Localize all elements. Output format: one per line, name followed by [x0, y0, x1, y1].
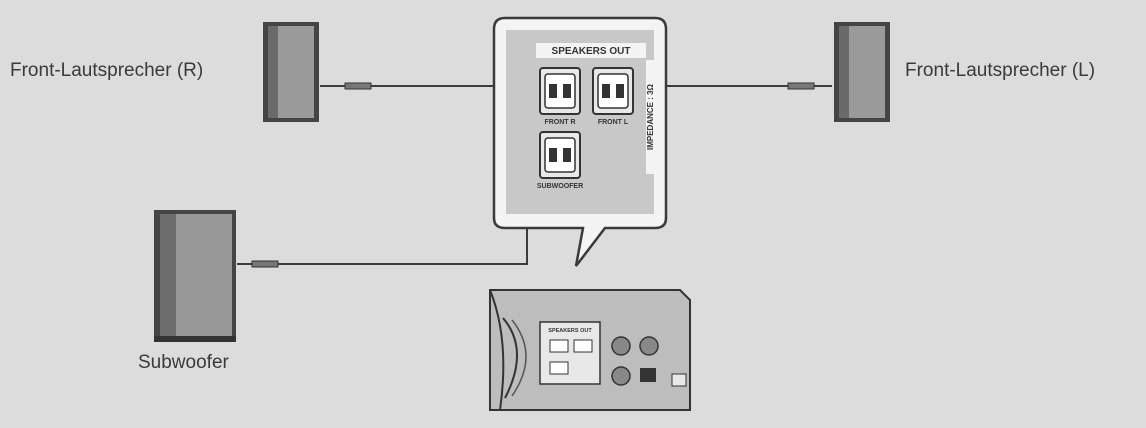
- front-right-plug: [344, 82, 372, 90]
- front-left-label: Front-Lautsprecher (L): [905, 60, 1096, 81]
- subwoofer-plug: [251, 260, 279, 268]
- front-right-speaker: [263, 22, 319, 122]
- front-l-terminal: [592, 67, 634, 115]
- subwoofer-speaker: [154, 210, 236, 342]
- receiver-unit: SPEAKERS OUT: [489, 289, 691, 411]
- subwoofer-terminal: [539, 131, 581, 179]
- unit-speakers-out-label: SPEAKERS OUT: [548, 328, 592, 334]
- front-r-label: FRONT R: [544, 119, 575, 126]
- subwoofer-label: Subwoofer: [138, 352, 229, 373]
- front-r-terminal: [539, 67, 581, 115]
- front-left-speaker: [834, 22, 890, 122]
- panel-title: SPEAKERS OUT: [552, 46, 631, 57]
- front-right-label: Front-Lautsprecher (R): [10, 60, 204, 81]
- front-l-label: FRONT L: [598, 119, 629, 126]
- front-left-plug: [787, 82, 815, 90]
- subwoofer-terminal-label: SUBWOOFER: [537, 183, 583, 190]
- impedance-label: IMPEDANCE : 3Ω: [646, 83, 655, 150]
